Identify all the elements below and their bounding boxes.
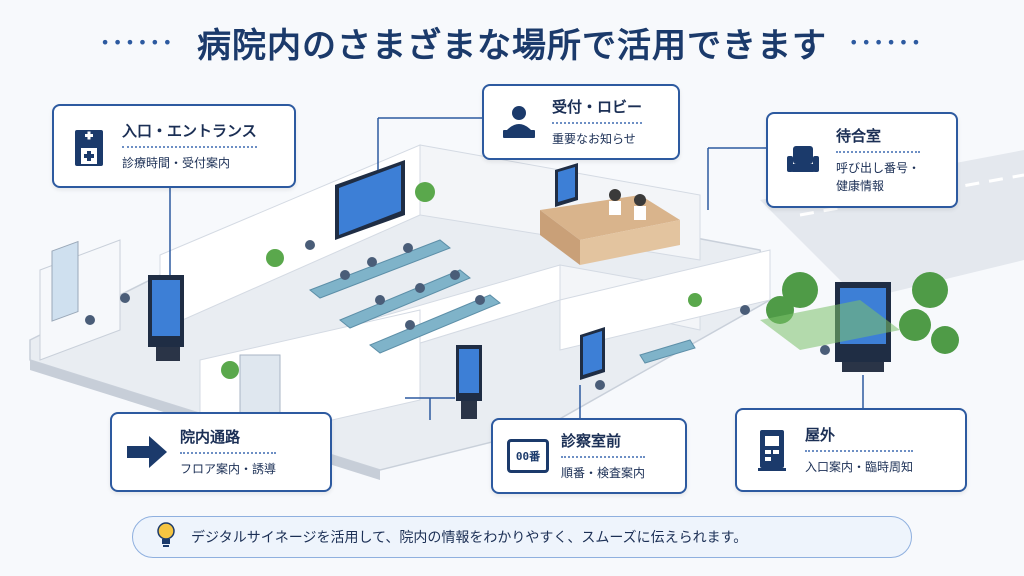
callout-entrance: 入口・エントランス 診療時間・受付案内 (52, 104, 296, 188)
arrow-right-icon (124, 429, 170, 475)
hospital-building-icon (66, 123, 112, 169)
receptionist-icon (496, 99, 542, 145)
page-title: 病院内のさまざまな場所で活用できます (197, 25, 827, 66)
callout-reception: 受付・ロビー 重要なお知らせ (482, 84, 680, 160)
summary-text: デジタルサイネージを活用して、院内の情報をわかりやすく、スムーズに伝えられます。 (191, 530, 748, 546)
outdoor-signage-icon (749, 427, 795, 473)
callout-corridor-title: 院内通路 (180, 426, 277, 454)
callout-outdoor-title: 屋外 (805, 424, 914, 452)
callout-entrance-desc: 診療時間・受付案内 (122, 156, 231, 170)
signage-reception-screen (555, 163, 578, 207)
callout-corridor-desc: フロア案内・誘導 (180, 462, 277, 476)
title-bar: •••••• 病院内のさまざまな場所で活用できます •••••• (0, 14, 1024, 70)
chair-icon (780, 137, 826, 183)
callout-exam: 00番 診察室前 順番・検査案内 (491, 418, 687, 494)
number-display-icon: 00番 (505, 433, 551, 479)
callout-reception-title: 受付・ロビー (552, 96, 643, 124)
callout-waiting-desc-2: 健康情報 (836, 179, 885, 193)
callout-exam-desc: 順番・検査案内 (561, 466, 646, 480)
title-dots-right: •••••• (849, 32, 924, 52)
number-display-text: 00番 (515, 450, 541, 463)
callout-exam-title: 診察室前 (561, 430, 646, 458)
summary-banner: デジタルサイネージを活用して、院内の情報をわかりやすく、スムーズに伝えられます。 (132, 516, 912, 558)
callout-outdoor-desc: 入口案内・臨時周知 (805, 460, 914, 474)
title-dots-left: •••••• (100, 32, 175, 52)
callout-waiting: 待合室 呼び出し番号・ 健康情報 (766, 112, 958, 208)
signage-wall-screen (335, 160, 405, 240)
callout-outdoor: 屋外 入口案内・臨時周知 (735, 408, 967, 492)
callout-waiting-desc-1: 呼び出し番号・ (836, 161, 921, 175)
callout-entrance-title: 入口・エントランス (122, 120, 257, 148)
signage-corridor-kiosk (456, 345, 482, 419)
callout-corridor: 院内通路 フロア案内・誘導 (110, 412, 332, 492)
signage-exam-screen (580, 327, 605, 380)
callout-waiting-title: 待合室 (836, 125, 921, 153)
signage-entrance-kiosk (148, 275, 184, 361)
waiting-benches (309, 239, 696, 364)
lightbulb-icon (155, 521, 177, 553)
callout-reception-desc: 重要なお知らせ (552, 132, 636, 146)
